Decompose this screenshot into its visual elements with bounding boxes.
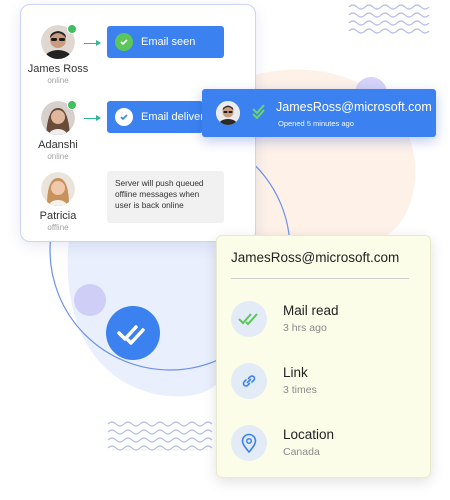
avatar bbox=[41, 24, 77, 59]
metric-value: Canada bbox=[283, 446, 320, 458]
divider bbox=[231, 278, 409, 279]
arrow-icon bbox=[84, 115, 101, 121]
tracking-detail-card: JamesRoss@microsoft.com Mail read 3 hrs … bbox=[216, 235, 431, 478]
double-check-icon bbox=[252, 104, 265, 119]
double-check-icon bbox=[231, 301, 267, 337]
avatar bbox=[41, 172, 75, 206]
user-status: online bbox=[47, 152, 69, 161]
user-adanshi[interactable]: Adanshi online bbox=[23, 100, 93, 161]
event-label: Email delivered bbox=[141, 111, 203, 123]
link-icon bbox=[231, 363, 267, 399]
user-status: offline bbox=[47, 223, 69, 232]
event-email-seen[interactable]: Email seen bbox=[107, 26, 224, 58]
location-pin-icon bbox=[231, 425, 267, 461]
arrow-icon bbox=[84, 40, 101, 46]
notification-email: JamesRoss@microsoft.com bbox=[276, 100, 432, 114]
user-status: online bbox=[47, 76, 69, 85]
users-card: James Ross online Adanshi online Patrici… bbox=[20, 4, 256, 242]
event-label: Email seen bbox=[141, 36, 196, 48]
check-circle-icon bbox=[115, 108, 133, 126]
check-circle-icon bbox=[115, 33, 133, 51]
metric-title: Mail read bbox=[283, 303, 339, 318]
avatar bbox=[216, 101, 240, 125]
metric-title: Location bbox=[283, 427, 335, 442]
user-james-ross[interactable]: James Ross online bbox=[23, 24, 93, 85]
open-notification[interactable]: JamesRoss@microsoft.com Opened 5 minutes… bbox=[202, 89, 436, 137]
metric-title: Link bbox=[283, 365, 308, 380]
online-indicator bbox=[67, 24, 77, 34]
avatar bbox=[41, 100, 77, 135]
notification-subtitle: Opened 5 minutes ago bbox=[278, 119, 354, 128]
user-patricia[interactable]: Patricia offline bbox=[23, 172, 93, 232]
online-indicator bbox=[67, 100, 77, 110]
detail-email: JamesRoss@microsoft.com bbox=[231, 250, 400, 265]
server-note: Server will push queued offline messages… bbox=[107, 171, 224, 223]
user-name: James Ross bbox=[27, 63, 89, 75]
metric-value: 3 hrs ago bbox=[283, 322, 327, 334]
user-name: Adanshi bbox=[38, 139, 78, 151]
double-check-badge-icon bbox=[106, 306, 160, 360]
event-email-delivered[interactable]: Email delivered bbox=[107, 101, 203, 133]
user-name: Patricia bbox=[39, 210, 77, 222]
metric-value: 3 times bbox=[283, 384, 317, 396]
